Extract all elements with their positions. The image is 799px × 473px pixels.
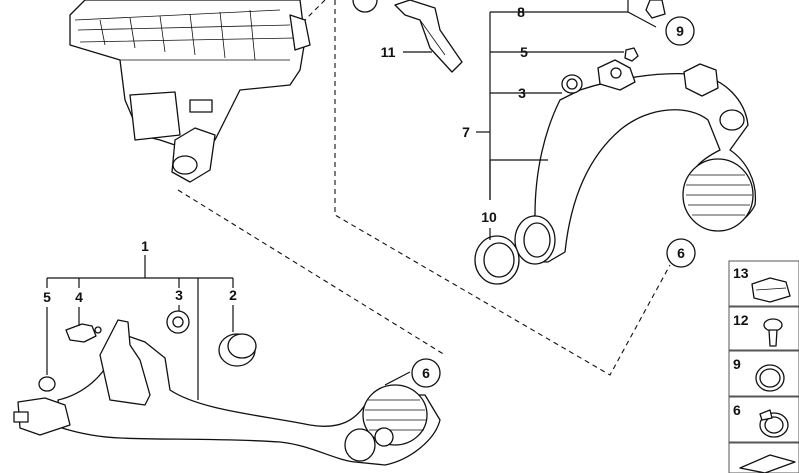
label-part-7: 7 <box>462 124 470 140</box>
label-part-4: 4 <box>75 289 83 305</box>
label-part-11: 11 <box>381 44 396 60</box>
label-part-5-right: 5 <box>520 44 528 60</box>
part-4-clip <box>65 323 102 343</box>
callout-circle-6-left <box>411 358 441 388</box>
legend-number-12: 12 <box>733 312 749 328</box>
part-3-left-grommet <box>166 310 190 334</box>
callout-labels: 1 5 4 3 2 6 6 9 8 5 3 7 10 11 <box>43 4 696 388</box>
screw-icon <box>763 318 783 347</box>
o-ring-icon <box>755 364 785 392</box>
part-9-right-seal <box>645 0 666 19</box>
part-2-plug <box>218 333 257 367</box>
boundary-lines <box>177 0 671 376</box>
part-10-ring <box>474 235 520 285</box>
callout-circle-9 <box>665 16 695 46</box>
legend-item-6: 6 <box>728 396 799 443</box>
callout-circle-top <box>352 0 378 13</box>
label-part-2: 2 <box>229 287 237 303</box>
label-part-6-left: 6 <box>422 365 430 381</box>
label-part-8: 8 <box>517 4 525 20</box>
label-part-1: 1 <box>141 238 149 254</box>
callout-circle-6-right <box>666 238 696 268</box>
clip-icon <box>751 277 791 303</box>
part-11-tube <box>352 0 463 73</box>
legend-number-13: 13 <box>733 265 749 281</box>
legend-item-blank <box>728 442 799 473</box>
wedge-icon <box>739 454 796 473</box>
part-clamp-left <box>13 397 71 436</box>
label-part-9: 9 <box>676 23 684 39</box>
label-part-5-left: 5 <box>43 289 51 305</box>
air-filter-housing <box>69 0 311 183</box>
part-3-right-grommet <box>561 74 583 94</box>
right-leader-lines <box>476 0 657 240</box>
legend-item-13: 13 <box>728 260 799 307</box>
hose-clamp-icon <box>759 409 789 438</box>
intake-pipe-right <box>514 59 757 265</box>
label-part-3-right: 3 <box>518 85 526 101</box>
legend-item-9: 9 <box>728 350 799 397</box>
part-5-left-nut <box>38 376 56 392</box>
intake-pipe-left <box>57 319 441 466</box>
legend-number-9: 9 <box>733 356 741 372</box>
label-part-3-left: 3 <box>175 287 183 303</box>
parts-legend: 13 12 9 6 <box>728 260 799 473</box>
left-leader-lines <box>46 255 411 400</box>
label-part-6-right: 6 <box>677 245 685 261</box>
part-5-right-nut <box>624 47 639 62</box>
label-part-10: 10 <box>481 209 497 225</box>
legend-number-6: 6 <box>733 402 741 418</box>
legend-item-12: 12 <box>728 306 799 351</box>
